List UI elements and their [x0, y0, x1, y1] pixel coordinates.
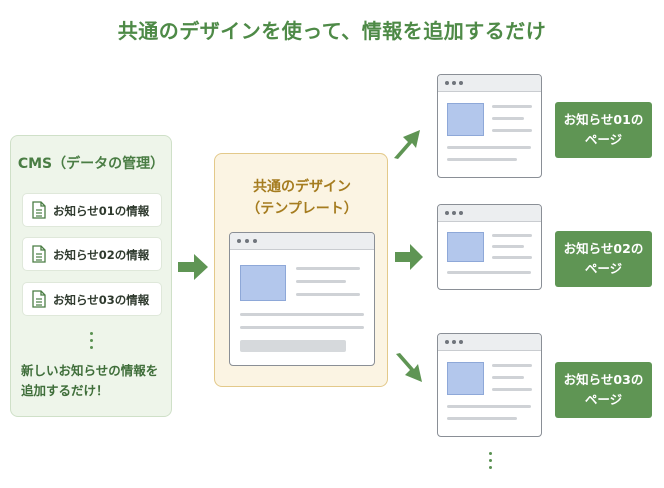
arrow-up-right-icon [394, 130, 420, 159]
cms-title: CMS（データの管理） [17, 156, 165, 172]
cms-note-line1: 新しいお知らせの情報を [21, 363, 159, 378]
arrow-right-icon [178, 254, 208, 280]
image-placeholder [447, 362, 484, 395]
arrow-right-icon [395, 244, 423, 270]
cms-note: 新しいお知らせの情報を 追加するだけ！ [21, 361, 166, 401]
page-browser-mockup-02 [437, 204, 542, 290]
document-icon [32, 201, 46, 219]
template-panel: 共通のデザイン （テンプレート） [214, 153, 388, 387]
template-title-line1: 共通のデザイン [253, 179, 351, 195]
more-pages-ellipsis [489, 452, 493, 473]
template-title: 共通のデザイン （テンプレート） [215, 176, 389, 220]
page-label-line2: ページ [584, 392, 623, 407]
image-placeholder [447, 103, 484, 136]
page-label-line1: お知らせ03の [563, 372, 644, 387]
template-browser-mockup [229, 232, 375, 366]
more-items-ellipsis [90, 332, 94, 353]
page-label-line1: お知らせ01の [563, 112, 644, 127]
page-label-line2: ページ [584, 261, 623, 276]
page-label-line2: ページ [584, 132, 623, 147]
cms-item-label: お知らせ01の情報 [53, 204, 150, 218]
page-label-03: お知らせ03の ページ [555, 362, 652, 418]
diagram-title: 共通のデザインを使って、情報を追加するだけ [117, 19, 547, 43]
template-title-line2: （テンプレート） [246, 201, 358, 217]
image-placeholder [240, 265, 286, 301]
cms-note-line2: 追加するだけ！ [21, 383, 109, 398]
cms-item-label: お知らせ02の情報 [53, 248, 150, 262]
page-label-02: お知らせ02の ページ [555, 231, 652, 287]
arrow-down-right-icon [396, 353, 422, 382]
document-icon [32, 245, 46, 263]
page-label-01: お知らせ01の ページ [555, 102, 652, 158]
image-placeholder [447, 232, 484, 262]
document-icon [32, 290, 46, 308]
cms-item-01: お知らせ01の情報 [22, 193, 162, 227]
page-browser-mockup-03 [437, 333, 542, 437]
page-browser-mockup-01 [437, 74, 542, 178]
cms-item-label: お知らせ03の情報 [53, 293, 150, 307]
cms-item-03: お知らせ03の情報 [22, 282, 162, 316]
cms-panel: CMS（データの管理） お知らせ01の情報 お知らせ02の情報 お知ら [10, 135, 172, 417]
button-placeholder [240, 340, 346, 352]
page-label-line1: お知らせ02の [563, 241, 644, 256]
cms-item-02: お知らせ02の情報 [22, 237, 162, 271]
